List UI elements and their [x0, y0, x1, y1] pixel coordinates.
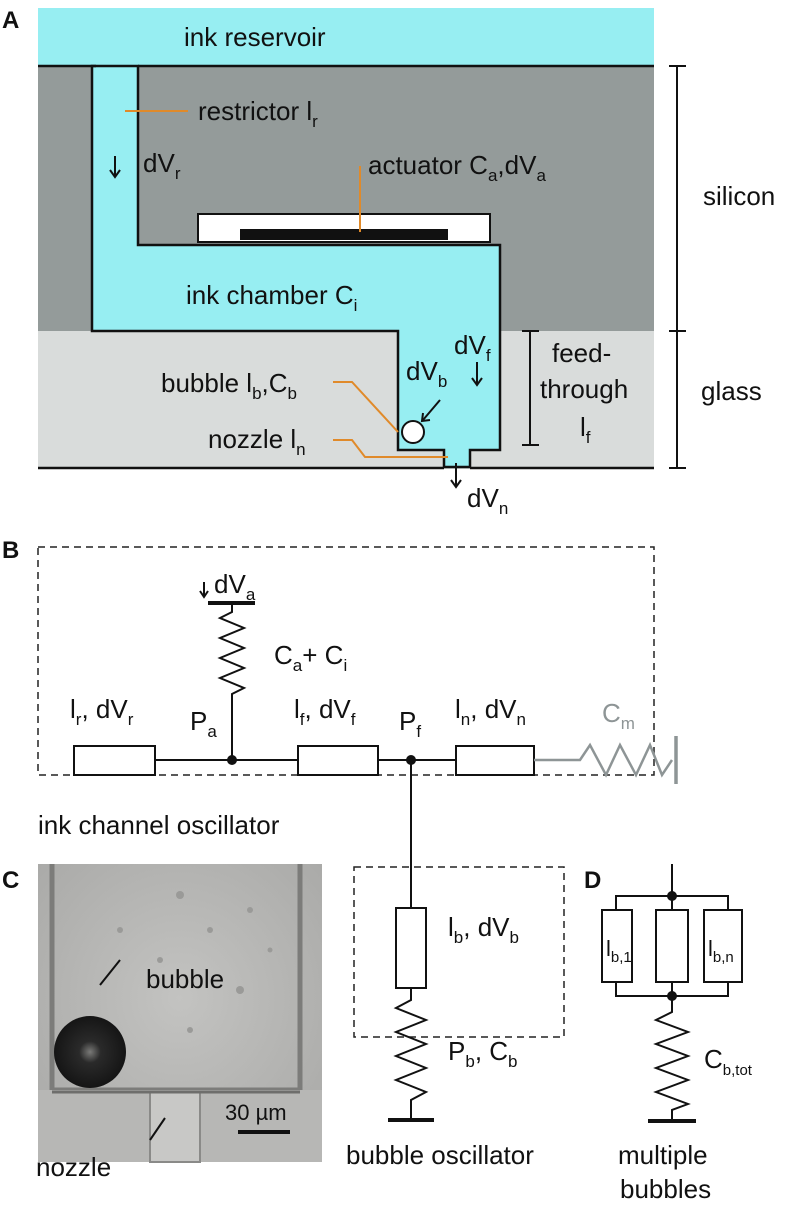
spring-cm [534, 741, 674, 778]
label-actuator: actuator Ca,dVa [368, 150, 546, 185]
arrow-dvb [422, 399, 441, 421]
label-pa: Pa [190, 706, 217, 741]
cm-element [534, 736, 678, 784]
resistor-lr [73, 745, 156, 776]
label-dvf: dVf [454, 330, 491, 365]
arrow-dvb-head [420, 412, 431, 423]
main-circuit [73, 582, 535, 908]
label-silicon: silicon [703, 181, 775, 211]
arrow-dvf-head [471, 377, 483, 387]
label-dvn: dVn [467, 483, 508, 518]
label-cbtot: Cb,tot [704, 1044, 753, 1079]
node-pa [227, 755, 237, 765]
brackets [522, 65, 686, 469]
label-restrictor: restrictor lr [198, 96, 318, 131]
label-ca-ci: Ca+ Ci [274, 640, 347, 675]
bubble-leader [333, 381, 399, 433]
arrow-dvr-head [109, 169, 121, 179]
particle [247, 907, 253, 913]
label-ink-channel-oscillator: ink channel oscillator [38, 810, 280, 840]
micrograph-particles [117, 891, 273, 1033]
resistor-lb-mid [655, 909, 689, 983]
ink-reservoir [38, 8, 654, 66]
spring-cbtot [653, 996, 691, 1120]
panel-label-d: D [584, 867, 601, 894]
node-pf [406, 755, 416, 765]
particle [207, 927, 213, 933]
label-pb-cb: Pb, Cb [448, 1036, 518, 1071]
particle [176, 891, 184, 899]
resistor-lb1 [601, 909, 633, 983]
label-multiple: multiple [618, 1140, 708, 1170]
label-lb: lb, dVb [448, 912, 519, 947]
label-feedthrough-1: feed- [552, 338, 611, 368]
glass-layer [38, 331, 654, 469]
bubble-oscillator-box [353, 866, 565, 1038]
label-lb1: lb,1 [606, 936, 632, 966]
label-ink-chamber: ink chamber Ci [186, 280, 357, 315]
panel-a: A [2, 7, 775, 518]
panel-label-a: A [2, 7, 19, 34]
label-bubble: bubble lb,Cb [161, 368, 297, 403]
micrograph-nozzle [149, 1091, 201, 1163]
spring-ca-ci [217, 603, 247, 760]
arrow-dvn-head [450, 479, 462, 489]
bubble-circle [401, 420, 425, 444]
label-feedthrough-3: lf [580, 412, 591, 447]
label-lf: lf, dVf [294, 694, 356, 729]
label-ink-reservoir: ink reservoir [184, 22, 326, 52]
arrow-dva-head [199, 590, 209, 599]
label-lbn: lb,n [708, 936, 734, 966]
label-feedthrough-2: through [540, 374, 628, 404]
label-nozzle: nozzle ln [208, 424, 306, 459]
spring-pb-cb [393, 988, 429, 1118]
panel-d: D lb,1 lb,n Cb,tot multiple bubbles [584, 864, 753, 1204]
label-ln: ln, dVn [455, 694, 526, 729]
bubble-circuit [388, 907, 434, 1122]
label-pf: Pf [399, 706, 421, 741]
label-dvb: dVb [406, 356, 447, 391]
resistor-lbn [703, 909, 743, 983]
nozzle-leader [333, 439, 448, 458]
arrows-a [109, 156, 483, 489]
particle [267, 947, 273, 953]
particle [157, 957, 163, 963]
panel-label-b: B [2, 537, 19, 564]
label-bubble-oscillator: bubble oscillator [346, 1140, 534, 1170]
label-c-bubble: bubble [146, 964, 224, 994]
node-top [667, 891, 677, 901]
resistor-lf [297, 745, 379, 776]
label-dvr: dVr [143, 148, 181, 183]
particle [117, 927, 123, 933]
label-scale: 30 µm [225, 1100, 287, 1125]
micrograph-bubble [54, 1016, 126, 1088]
label-lr: lr, dVr [70, 694, 134, 729]
label-c-nozzle: nozzle [36, 1152, 111, 1182]
label-glass: glass [701, 376, 762, 406]
nozzle-pointer [149, 1117, 166, 1141]
particle [236, 986, 244, 994]
label-cm: Cm [602, 698, 635, 733]
label-bubbles: bubbles [620, 1174, 711, 1204]
particle [187, 1027, 193, 1033]
bubble-pointer [99, 959, 121, 986]
node-bottom [667, 991, 677, 1001]
panel-label-c: C [2, 867, 19, 894]
resistor-lb [395, 907, 427, 989]
panel-b: B ink channel oscillator dVa Ca+ Ci lr, [2, 537, 678, 1170]
panel-c: C bubble nozzle 30 µm [2, 864, 322, 1182]
resistor-ln [455, 745, 535, 776]
label-dva: dVa [214, 569, 256, 604]
actuator-piezo [240, 229, 448, 240]
